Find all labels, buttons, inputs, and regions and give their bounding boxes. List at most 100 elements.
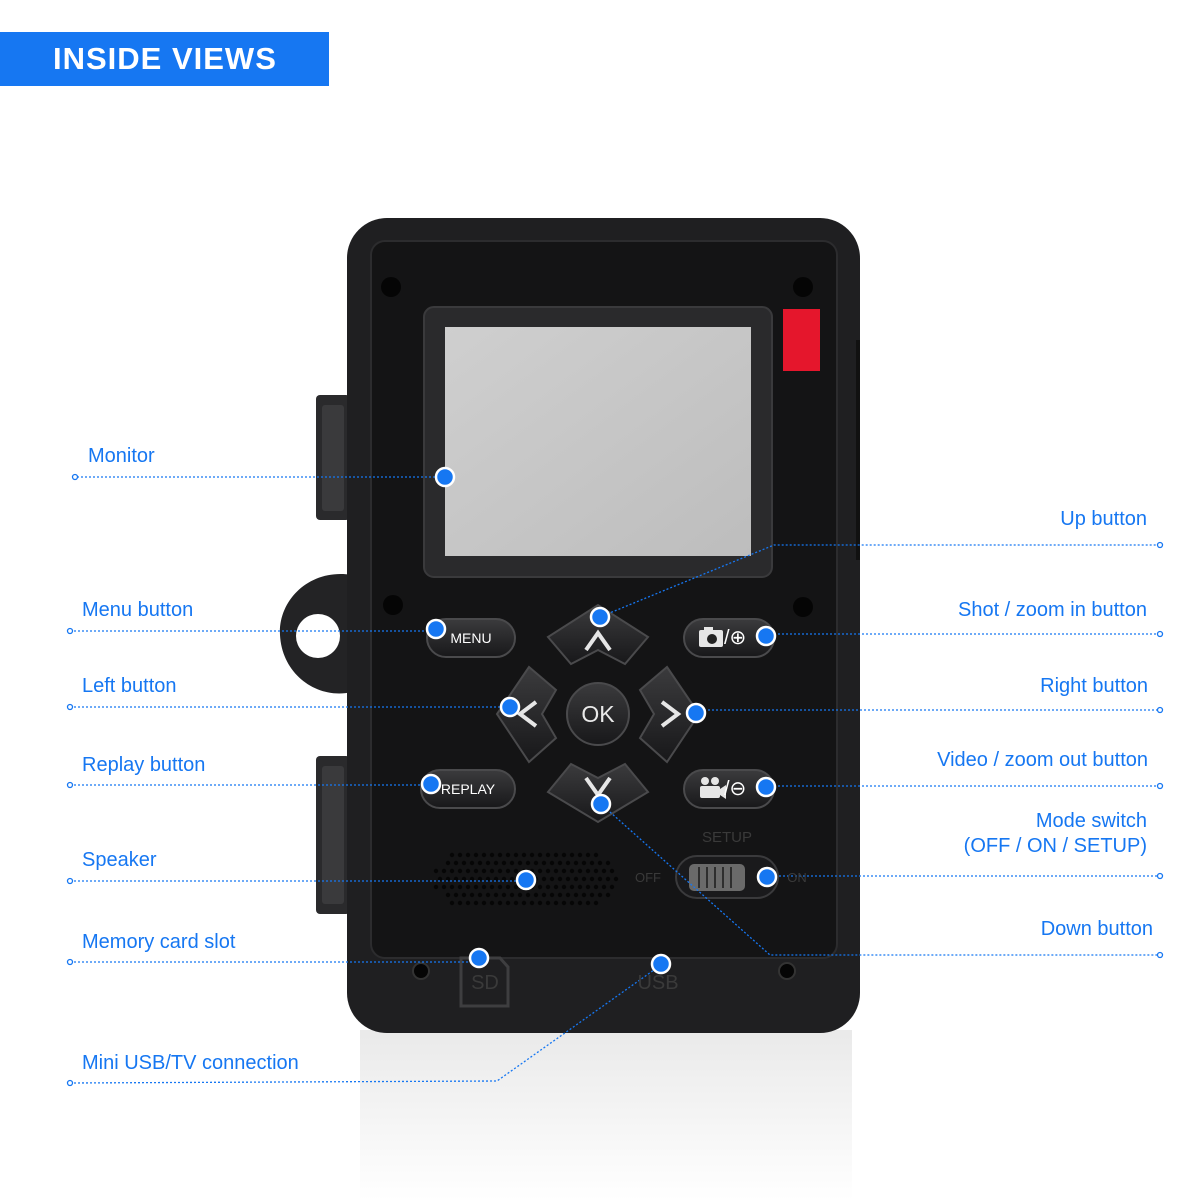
speaker-hole: [585, 884, 591, 890]
menu-button[interactable]: [426, 618, 516, 658]
speaker-hole: [505, 900, 511, 906]
speaker-hole: [445, 876, 451, 882]
sd-dot: [468, 947, 490, 969]
speaker-hole: [485, 892, 491, 898]
left-button[interactable]: [495, 665, 558, 764]
down-dot: [590, 793, 612, 815]
shot-dot: [755, 625, 777, 647]
screw-icon: [793, 277, 813, 297]
speaker-hole: [569, 852, 575, 858]
speaker-hole: [561, 900, 567, 906]
speaker-hole: [593, 900, 599, 906]
screw-icon: [412, 962, 430, 980]
strap-hole: [296, 614, 340, 658]
speaker-hole: [589, 860, 595, 866]
menu-button-callout: Menu button: [82, 599, 194, 621]
speaker-hole: [537, 852, 543, 858]
speaker-hole: [437, 876, 443, 882]
ok-button-label: OK: [581, 701, 615, 727]
speaker-hole: [609, 868, 615, 874]
on-label: ON: [787, 870, 807, 885]
speaker-hole: [545, 868, 551, 874]
up-dot: [589, 606, 611, 628]
speaker-hole: [541, 892, 547, 898]
speaker-hole: [521, 852, 527, 858]
speaker-hole: [533, 860, 539, 866]
speaker-hole: [597, 876, 603, 882]
speaker-hole: [489, 852, 495, 858]
replay-button[interactable]: [420, 769, 516, 809]
speaker-hole: [505, 884, 511, 890]
speaker-hole: [465, 868, 471, 874]
sd-label: SD: [471, 972, 499, 994]
speaker-hole: [493, 892, 499, 898]
speaker-hole: [441, 868, 447, 874]
speaker-hole: [589, 892, 595, 898]
speaker-hole: [553, 900, 559, 906]
speaker-hole: [569, 868, 575, 874]
speaker-hole: [605, 876, 611, 882]
menu-button-label: MENU: [450, 630, 492, 646]
speaker-hole: [465, 852, 471, 858]
speaker-hole: [457, 900, 463, 906]
speaker-hole: [477, 892, 483, 898]
speaker-hole: [473, 884, 479, 890]
speaker-hole: [597, 860, 603, 866]
mode-switch-knob[interactable]: [689, 864, 745, 891]
speaker-hole: [577, 868, 583, 874]
speaker-hole: [585, 852, 591, 858]
monitor-screen: [445, 327, 751, 556]
speaker-hole: [453, 892, 459, 898]
setup-label: SETUP: [701, 829, 752, 846]
speaker-hole: [517, 860, 523, 866]
ok-button[interactable]: [566, 682, 630, 746]
speaker-hole: [565, 892, 571, 898]
speaker-hole: [561, 852, 567, 858]
down-button-callout: Down button: [1040, 918, 1153, 940]
speaker-hole: [473, 900, 479, 906]
video-zoom-out-callout: Video / zoom out button: [937, 749, 1148, 771]
speaker-hole: [469, 892, 475, 898]
speaker-hole: [489, 868, 495, 874]
speaker-hole: [597, 892, 603, 898]
inside-views-banner: INSIDE VIEWS: [0, 32, 329, 86]
screw-icon: [793, 597, 813, 617]
screw-icon: [778, 962, 796, 980]
speaker-hole: [577, 884, 583, 890]
speaker-hole: [545, 900, 551, 906]
speaker-hole: [549, 876, 555, 882]
right-button-callout: Right button: [1040, 675, 1148, 697]
speaker-hole: [545, 884, 551, 890]
speaker-hole: [553, 884, 559, 890]
speaker-hole: [469, 876, 475, 882]
speaker-hole: [613, 876, 619, 882]
speaker-hole: [481, 900, 487, 906]
speaker-hole: [457, 884, 463, 890]
speaker-hole: [593, 852, 599, 858]
up-button-callout: Up button: [1060, 508, 1147, 530]
speaker-hole: [553, 852, 559, 858]
speaker-hole: [473, 868, 479, 874]
speaker-hole: [449, 900, 455, 906]
speaker-hole: [605, 860, 611, 866]
speaker-hole: [541, 860, 547, 866]
speaker-hole: [505, 868, 511, 874]
floor-reflection: [360, 1030, 852, 1201]
speaker-hole: [569, 884, 575, 890]
monitor-dot: [434, 466, 456, 488]
video-symbol: /⊖: [724, 778, 747, 800]
speaker-hole: [537, 868, 543, 874]
mini-usb-callout: Mini USB/TV connection: [82, 1052, 299, 1074]
monitor-label: Monitor: [88, 445, 155, 467]
speaker-hole: [577, 852, 583, 858]
screws: [381, 277, 813, 980]
speaker-hole: [593, 884, 599, 890]
speaker-hole: [501, 860, 507, 866]
speaker-hole: [537, 900, 543, 906]
speaker-hole: [485, 876, 491, 882]
speaker-hole: [517, 892, 523, 898]
speaker-hole: [489, 900, 495, 906]
speaker-hole: [481, 884, 487, 890]
speaker-hole: [557, 860, 563, 866]
